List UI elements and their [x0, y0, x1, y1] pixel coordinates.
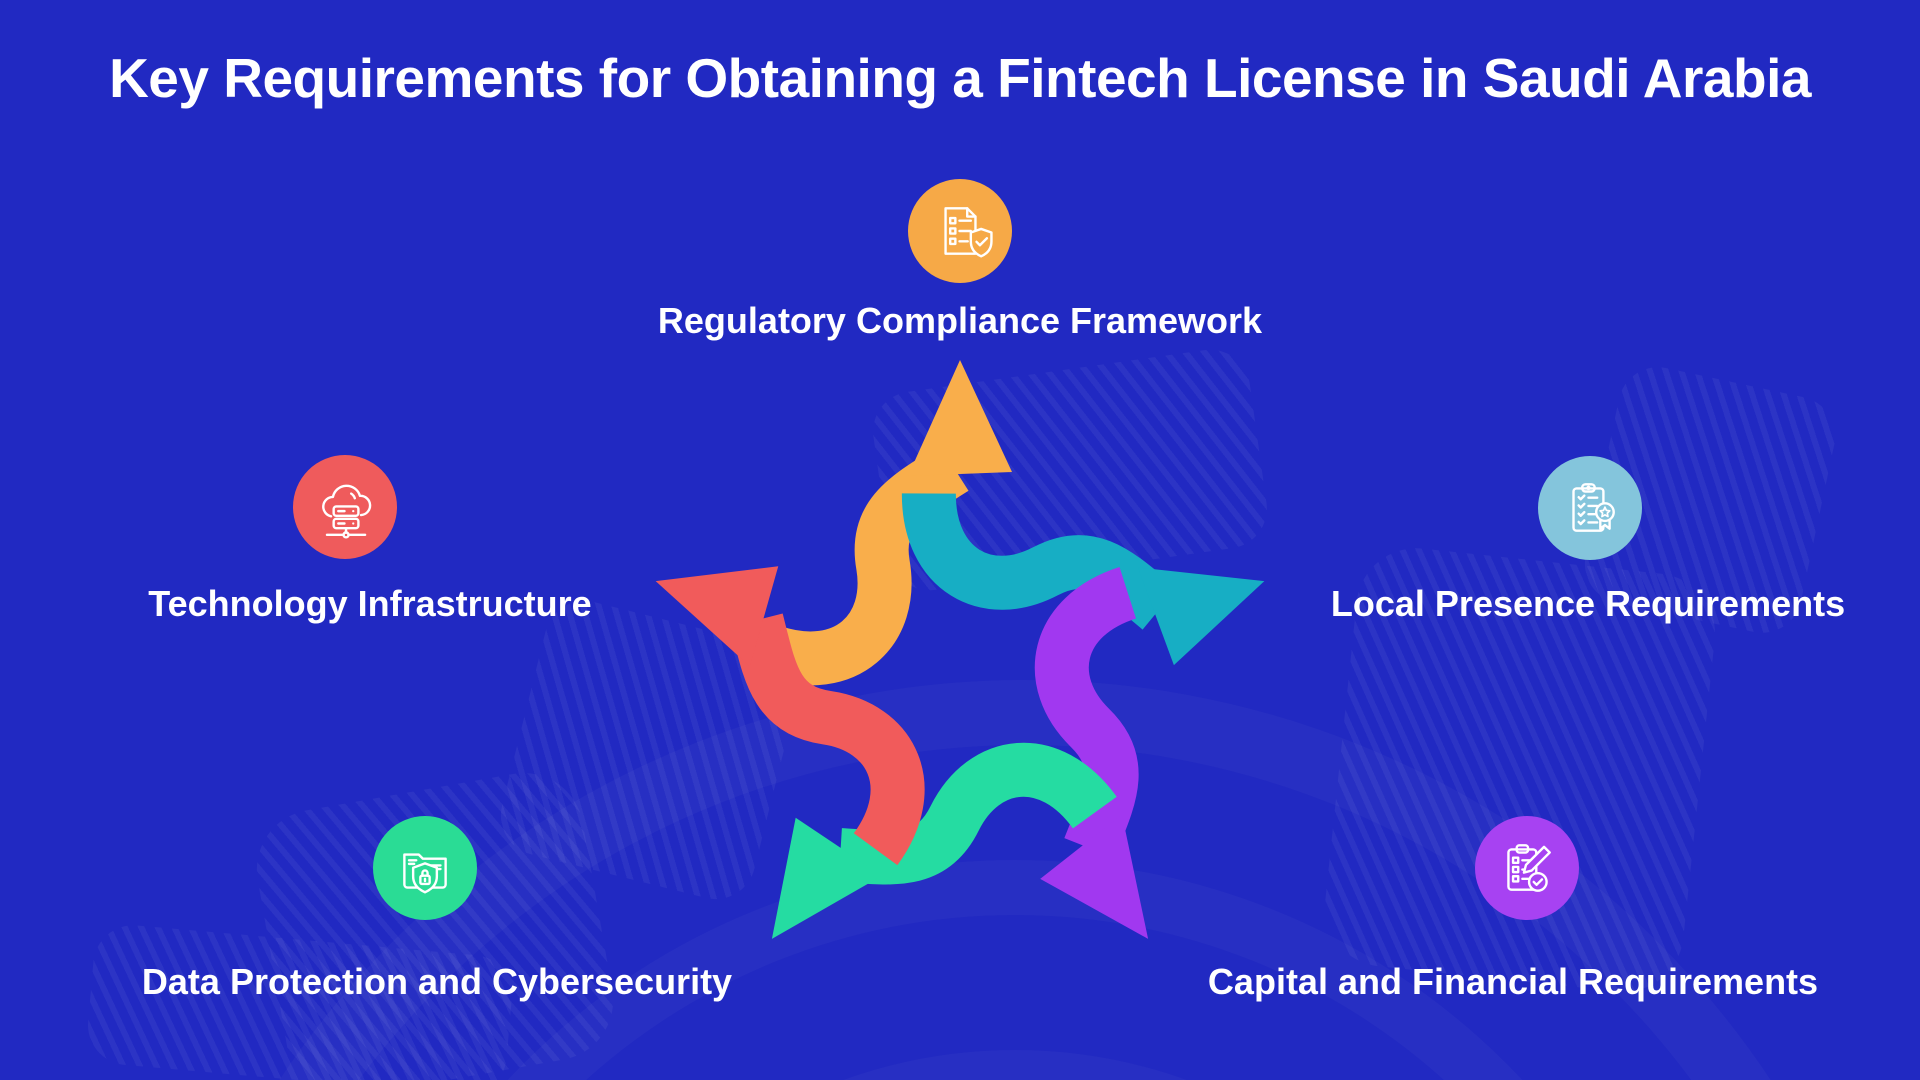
arrow-to-regulatory-compliance	[764, 360, 1012, 686]
document-shield-check-icon	[927, 198, 993, 264]
clipboard-award-icon	[1557, 475, 1623, 541]
cloud-server-network-icon	[312, 474, 378, 540]
label-data-protection: Data Protection and Cybersecurity	[141, 961, 733, 1002]
node-technology-infrastructure	[293, 455, 397, 559]
background-stripe-patch	[247, 763, 623, 1080]
label-capital-financial: Capital and Financial Requirements	[1207, 961, 1819, 1002]
node-local-presence	[1538, 456, 1642, 560]
label-regulatory-compliance: Regulatory Compliance Framework	[657, 300, 1263, 341]
node-regulatory-compliance	[908, 179, 1012, 283]
node-data-protection	[373, 816, 477, 920]
clipboard-pencil-check-icon	[1494, 835, 1560, 901]
label-technology-infrastructure: Technology Infrastructure	[148, 583, 592, 624]
label-local-presence: Local Presence Requirements	[1330, 583, 1846, 624]
arrow-to-technology-infrastructure	[655, 566, 925, 866]
node-capital-financial	[1475, 816, 1579, 920]
page-title: Key Requirements for Obtaining a Fintech…	[109, 47, 1811, 109]
cycle-arrows-diagram	[655, 360, 1265, 939]
folder-shield-lock-icon	[392, 835, 458, 901]
